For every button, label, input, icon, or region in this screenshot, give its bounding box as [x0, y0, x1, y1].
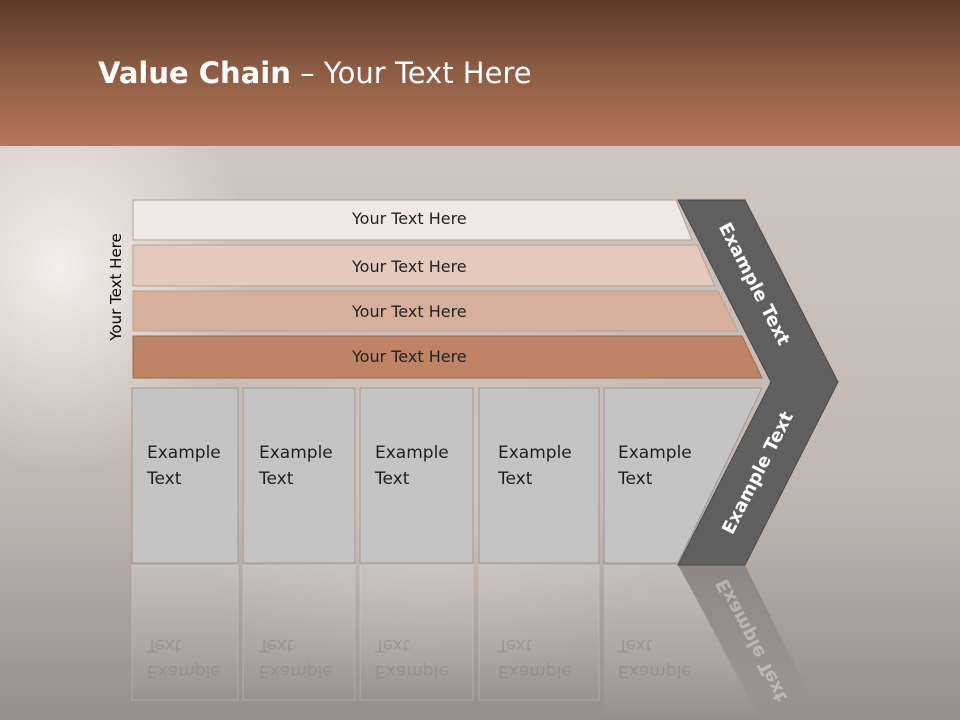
- activity-box-5: [603, 387, 763, 564]
- row-band-3: [132, 290, 739, 332]
- activity-box-1: [131, 387, 239, 564]
- row-label-3: Your Text Here: [352, 302, 467, 321]
- row-label-4: Your Text Here: [352, 347, 467, 366]
- chevron-arrow: [677, 199, 839, 566]
- side-axis-label: Your Text Here: [107, 233, 125, 341]
- row-label-1: Your Text Here: [352, 209, 467, 228]
- diagram-reflection: [131, 564, 812, 720]
- activity-box-2: [242, 387, 356, 564]
- row-label-2: Your Text Here: [352, 257, 467, 276]
- activity-box-4: [478, 387, 600, 564]
- row-band-2: [132, 244, 716, 287]
- row-band-1: [132, 199, 693, 241]
- row-band-4: [132, 335, 763, 379]
- title-bar: [0, 0, 960, 146]
- slide-title: Value Chain – Your Text Here: [98, 56, 532, 90]
- activity-box-3: [359, 387, 474, 564]
